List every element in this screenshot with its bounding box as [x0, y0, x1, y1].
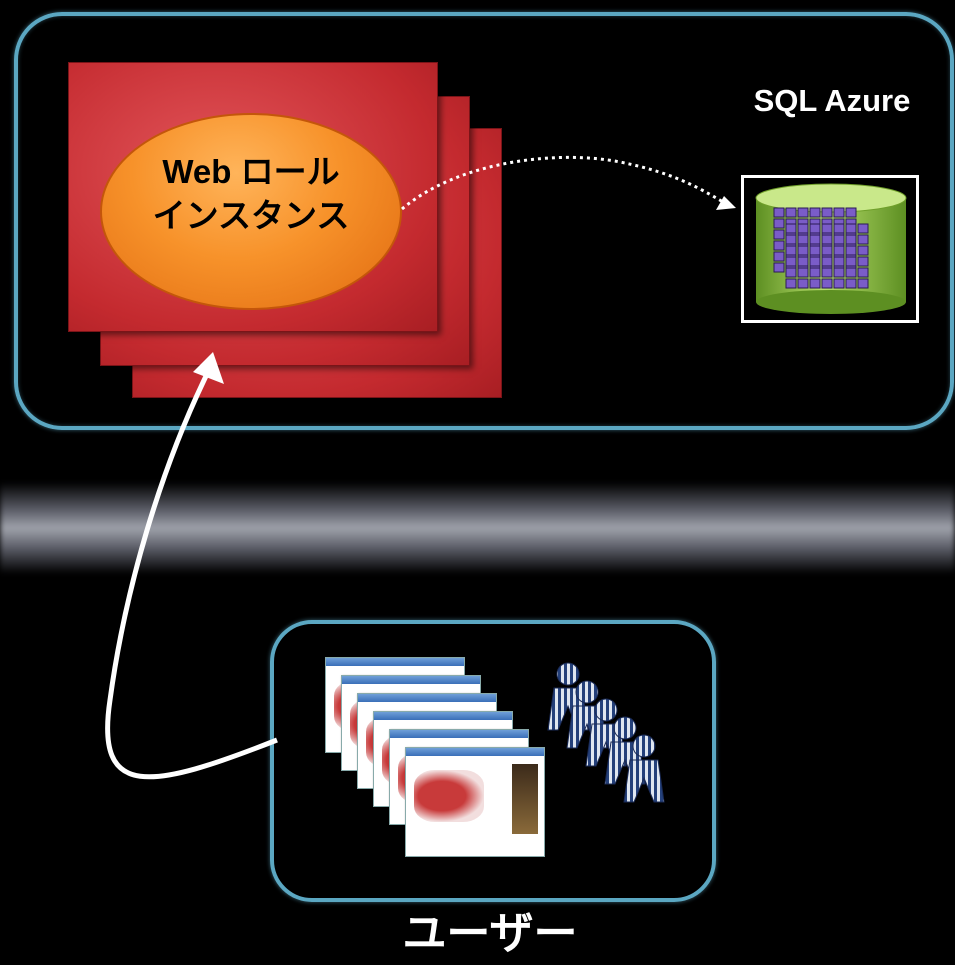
database-grid-cell [809, 278, 821, 289]
sql-azure-title: SQL Azure [753, 83, 911, 118]
database-grid-cell [857, 267, 869, 278]
browser-titlebar [326, 658, 464, 666]
database-grid-cell [833, 245, 845, 256]
browser-content-image [414, 770, 484, 822]
database-grid-cell [821, 256, 833, 267]
database-grid-cell [785, 223, 797, 234]
database-grid-cell [833, 207, 845, 218]
person-head [613, 716, 637, 740]
database-grid-cell [785, 207, 797, 218]
database-grid-cell [833, 267, 845, 278]
browser-titlebar [390, 730, 528, 738]
database-grid-cell [857, 234, 869, 245]
database-icon [755, 183, 907, 314]
web-role-label: Web ロール インスタンス [100, 150, 402, 238]
database-grid-cell [833, 223, 845, 234]
browser-titlebar [342, 676, 480, 684]
data-access-arrowhead [716, 196, 736, 210]
database-grid-cell [845, 256, 857, 267]
user-request-arrow [105, 370, 278, 780]
database-grid-cell [845, 245, 857, 256]
database-grid-cell [785, 245, 797, 256]
database-grid-cell [797, 207, 809, 218]
user-request-arrowhead [193, 352, 224, 384]
database-grid-cell [773, 229, 785, 240]
database-grid-cell [773, 207, 785, 218]
database-grid-cell [797, 278, 809, 289]
users-label: ユーザー [402, 909, 578, 958]
users-boundary [270, 620, 716, 902]
database-grid-cell [821, 245, 833, 256]
database-grid-cell [833, 278, 845, 289]
database-grid-cell [797, 223, 809, 234]
database-grid-cell [773, 262, 785, 273]
browser-titlebar [406, 748, 544, 756]
web-role-ellipse [100, 113, 402, 310]
database-grid-cell [809, 223, 821, 234]
database-grid-cell [785, 256, 797, 267]
database-grid-cell [809, 267, 821, 278]
database-grid-cell [845, 223, 857, 234]
database-grid-cell [809, 234, 821, 245]
database-grid-cell [857, 278, 869, 289]
person-head [575, 680, 599, 704]
person-body [623, 759, 665, 803]
database-grid-cell [785, 234, 797, 245]
database-grid-cell [845, 207, 857, 218]
database-grid-cell [773, 251, 785, 262]
browser-window-icon [405, 747, 545, 857]
database-grid-cell [809, 245, 821, 256]
cloud-boundary [14, 12, 954, 430]
browser-titlebar [374, 712, 512, 720]
database-grid-cell [833, 234, 845, 245]
database-grid-cell [833, 256, 845, 267]
database-grid-cell [845, 234, 857, 245]
database-grid-cell [809, 207, 821, 218]
database-grid-cell [857, 245, 869, 256]
database-grid-cell [809, 256, 821, 267]
sql-azure-database [741, 175, 919, 323]
database-grid-cell [821, 267, 833, 278]
database-grid-cell [821, 207, 833, 218]
database-grid-cell [821, 278, 833, 289]
database-grid-cell [821, 234, 833, 245]
database-grid-cell [785, 267, 797, 278]
database-grid-cell [797, 234, 809, 245]
database-grid-cell [857, 223, 869, 234]
database-grid-cell [797, 256, 809, 267]
database-grid-cell [773, 218, 785, 229]
database-grid-cell [857, 256, 869, 267]
database-grid-cell [845, 278, 857, 289]
person-head [632, 734, 656, 758]
web-role-label-line1: Web ロール [162, 153, 340, 190]
data-access-arrow [401, 155, 726, 211]
database-grid-cell [845, 267, 857, 278]
people-icon [547, 662, 665, 803]
database-grid-cell [773, 240, 785, 251]
database-grid-cell [797, 267, 809, 278]
database-grid-cell [785, 278, 797, 289]
database-grid-cell [821, 223, 833, 234]
web-role-label-line2: インスタンス [152, 197, 350, 234]
person-head [594, 698, 618, 722]
browser-side-image [512, 764, 538, 834]
person-head [556, 662, 580, 686]
database-grid-cell [797, 245, 809, 256]
browser-titlebar [358, 694, 496, 702]
